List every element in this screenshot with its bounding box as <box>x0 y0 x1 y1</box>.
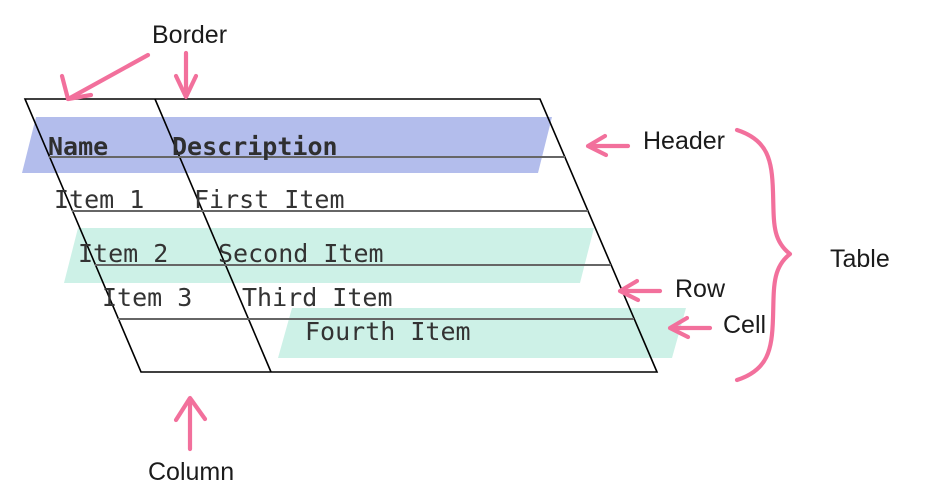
table-border-outer <box>23 98 659 373</box>
header-cell-name: Name <box>48 132 108 161</box>
cell-description-3: Third Item <box>242 283 393 312</box>
table-brace <box>734 127 793 383</box>
annotation-label-row: Row <box>675 275 726 303</box>
row-rules <box>49 156 634 320</box>
annotation-label-border: Border <box>152 21 228 49</box>
table-outline <box>23 98 659 373</box>
annotation-label-header: Header <box>643 127 725 155</box>
header-cell-description: Description <box>172 132 338 161</box>
column-divider <box>154 98 272 373</box>
cell-name-1: Item 1 <box>54 185 144 214</box>
header-highlight <box>22 117 552 173</box>
cell-arrow <box>667 315 713 340</box>
column-arrow <box>173 395 208 452</box>
cell-description-2: Second Item <box>218 239 384 268</box>
annotation-label-table: Table <box>830 245 890 273</box>
cell-highlight-fourth-item <box>278 308 686 358</box>
border-arrow-vertical <box>173 50 199 100</box>
header-arrow <box>585 133 631 158</box>
highlight-bands <box>22 117 686 358</box>
annotation-label-column: Column <box>148 458 235 486</box>
cell-fourth-item: Fourth Item <box>305 317 471 346</box>
annotation-label-cell: Cell <box>723 311 767 339</box>
cell-name-2: Item 2 <box>78 239 168 268</box>
annotation-arrows <box>59 50 793 452</box>
table-text: Name Description Item 1 First Item Item … <box>48 132 471 346</box>
cell-description-1: First Item <box>194 185 345 214</box>
cell-name-3: Item 3 <box>102 283 192 312</box>
border-arrow-diagonal <box>59 52 151 102</box>
row-highlight-item2 <box>64 228 594 283</box>
row-arrow <box>617 278 663 303</box>
